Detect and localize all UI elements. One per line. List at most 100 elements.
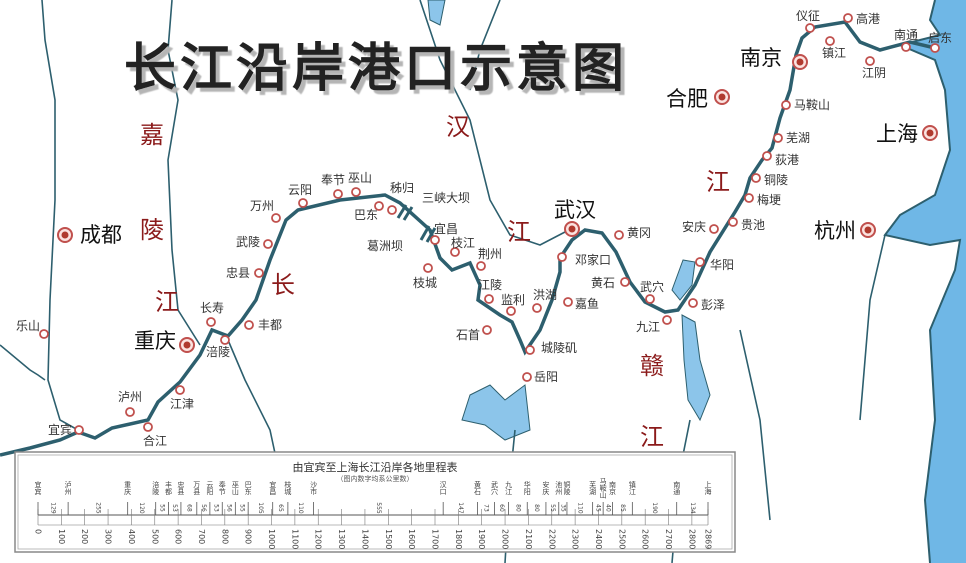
port-marker[interactable]: 宜昌 [430, 221, 458, 245]
port-marker[interactable]: 彭泽 [688, 298, 725, 312]
segment-distance: 129 [50, 502, 57, 514]
dam-markers [396, 204, 437, 243]
station-label: 芜湖 [589, 480, 597, 496]
port-marker[interactable]: 监利 [501, 293, 525, 316]
port-marker[interactable]: 丰都 [244, 318, 282, 332]
segment-distance: 73 [483, 504, 490, 512]
port-marker[interactable]: 华阳 [695, 257, 734, 272]
port-label: 武陵 [236, 235, 260, 249]
port-marker[interactable]: 嘉鱼 [563, 297, 599, 311]
tick-label: 400 [127, 529, 136, 544]
port-marker[interactable]: 马鞍山 [781, 97, 830, 112]
port-marker[interactable]: 长寿 [200, 301, 224, 327]
port-marker[interactable]: 九江 [636, 315, 672, 334]
tick-label: 1200 [314, 529, 323, 549]
port-circle-icon [781, 100, 791, 110]
port-marker[interactable]: 启东 [928, 31, 952, 53]
station-label: 铜陵 [563, 480, 571, 496]
station-label: 安庆 [542, 480, 550, 496]
tick-label: 2000 [501, 529, 510, 549]
city-marker[interactable]: 武汉 [554, 198, 596, 237]
port-circle-icon [695, 257, 705, 267]
port-label: 铜陵 [764, 172, 788, 187]
port-marker[interactable]: 武穴 [640, 279, 664, 304]
port-marker[interactable]: 秭归 [387, 181, 414, 215]
port-marker[interactable]: 芜湖 [773, 130, 810, 145]
city-marker[interactable]: 杭州 [814, 219, 876, 243]
station-label: 马鞍山 [599, 478, 607, 500]
port-marker[interactable]: 忠县 [226, 266, 264, 280]
river-label: 陵 [140, 216, 164, 244]
port-marker[interactable]: 宜宾 [48, 422, 84, 437]
port-circle-icon [244, 320, 254, 330]
port-label: 镇江 [822, 46, 846, 60]
port-marker[interactable]: 巫山 [348, 171, 372, 197]
river-label: 江 [155, 288, 179, 316]
port-label: 城陵矶 [541, 341, 577, 355]
city-marker[interactable]: 重庆 [134, 329, 195, 353]
city-marker[interactable]: 南京 [740, 46, 808, 70]
tick-label: 1500 [384, 529, 393, 549]
city-dot-icon [796, 58, 804, 66]
port-marker[interactable]: 仪征 [796, 9, 820, 33]
tick-label: 500 [150, 529, 159, 544]
port-marker[interactable]: 江津 [170, 385, 194, 411]
city-marker[interactable]: 合肥 [666, 87, 730, 111]
lake-near-wuxue [671, 259, 696, 301]
port-marker[interactable]: 合江 [143, 422, 167, 448]
port-marker[interactable]: 云阳 [288, 183, 312, 208]
port-marker[interactable]: 邓家口 [557, 252, 611, 267]
port-marker[interactable]: 黄冈 [614, 226, 651, 240]
port-circle-icon [532, 303, 542, 313]
port-marker[interactable]: 铜陵 [751, 172, 788, 187]
port-marker[interactable]: 南通 [894, 27, 918, 52]
port-marker[interactable]: 涪陵 [206, 335, 230, 359]
dam-label: 三峡大坝 [422, 191, 470, 205]
tributaries [0, 0, 886, 563]
port-marker[interactable]: 贵池 [728, 217, 765, 232]
port-circle-icon [522, 372, 532, 382]
lake-top [427, 0, 446, 26]
three-gorges-dam-mark [402, 206, 414, 221]
city-marker[interactable]: 成都 [57, 223, 122, 247]
port-marker[interactable]: 枝城 [413, 263, 437, 290]
port-marker[interactable]: 镇江 [822, 36, 846, 60]
port-label: 巫山 [348, 171, 372, 185]
port-label: 宜宾 [48, 422, 72, 437]
port-marker[interactable]: 安庆 [682, 219, 719, 234]
city-dot-icon [864, 226, 872, 234]
city-dot-icon [61, 231, 69, 239]
segment-distance: 120 [138, 502, 145, 514]
port-label: 巴东 [354, 208, 378, 222]
segment-distance: 85 [619, 504, 626, 512]
port-circle-icon [762, 151, 772, 161]
station-label: 镇江 [628, 480, 636, 496]
port-marker[interactable]: 梅埂 [744, 192, 781, 207]
port-marker[interactable]: 奉节 [321, 173, 345, 199]
port-marker[interactable]: 荻港 [762, 151, 799, 167]
port-marker[interactable]: 乐山 [16, 319, 49, 339]
port-marker[interactable]: 黄石 [591, 276, 630, 290]
port-circle-icon [901, 42, 911, 52]
river-label: 江 [507, 218, 531, 246]
tick-label: 1100 [290, 529, 299, 549]
port-marker[interactable]: 江陵 [478, 278, 502, 304]
port-marker[interactable]: 枝江 [450, 235, 475, 257]
port-marker[interactable]: 泸州 [118, 390, 142, 417]
port-marker[interactable]: 石首 [456, 325, 492, 342]
station-label: 华阳 [523, 480, 531, 496]
station-label: 汉口 [439, 481, 447, 495]
port-marker[interactable]: 高港 [843, 11, 880, 26]
port-marker[interactable]: 武陵 [236, 235, 273, 249]
city-marker[interactable]: 上海 [876, 122, 938, 146]
port-marker[interactable]: 岳阳 [522, 370, 558, 384]
port-marker[interactable]: 万州 [250, 199, 281, 223]
port-marker[interactable]: 城陵矶 [525, 341, 577, 355]
segment-distance: 190 [651, 502, 658, 514]
port-label: 监利 [501, 293, 525, 307]
port-marker[interactable]: 荆州 [476, 247, 502, 271]
segment-distance: 255 [94, 502, 101, 514]
port-marker[interactable]: 江阴 [862, 56, 886, 80]
port-marker[interactable]: 巴东 [354, 201, 384, 222]
port-marker[interactable]: 洪湖 [532, 287, 557, 313]
